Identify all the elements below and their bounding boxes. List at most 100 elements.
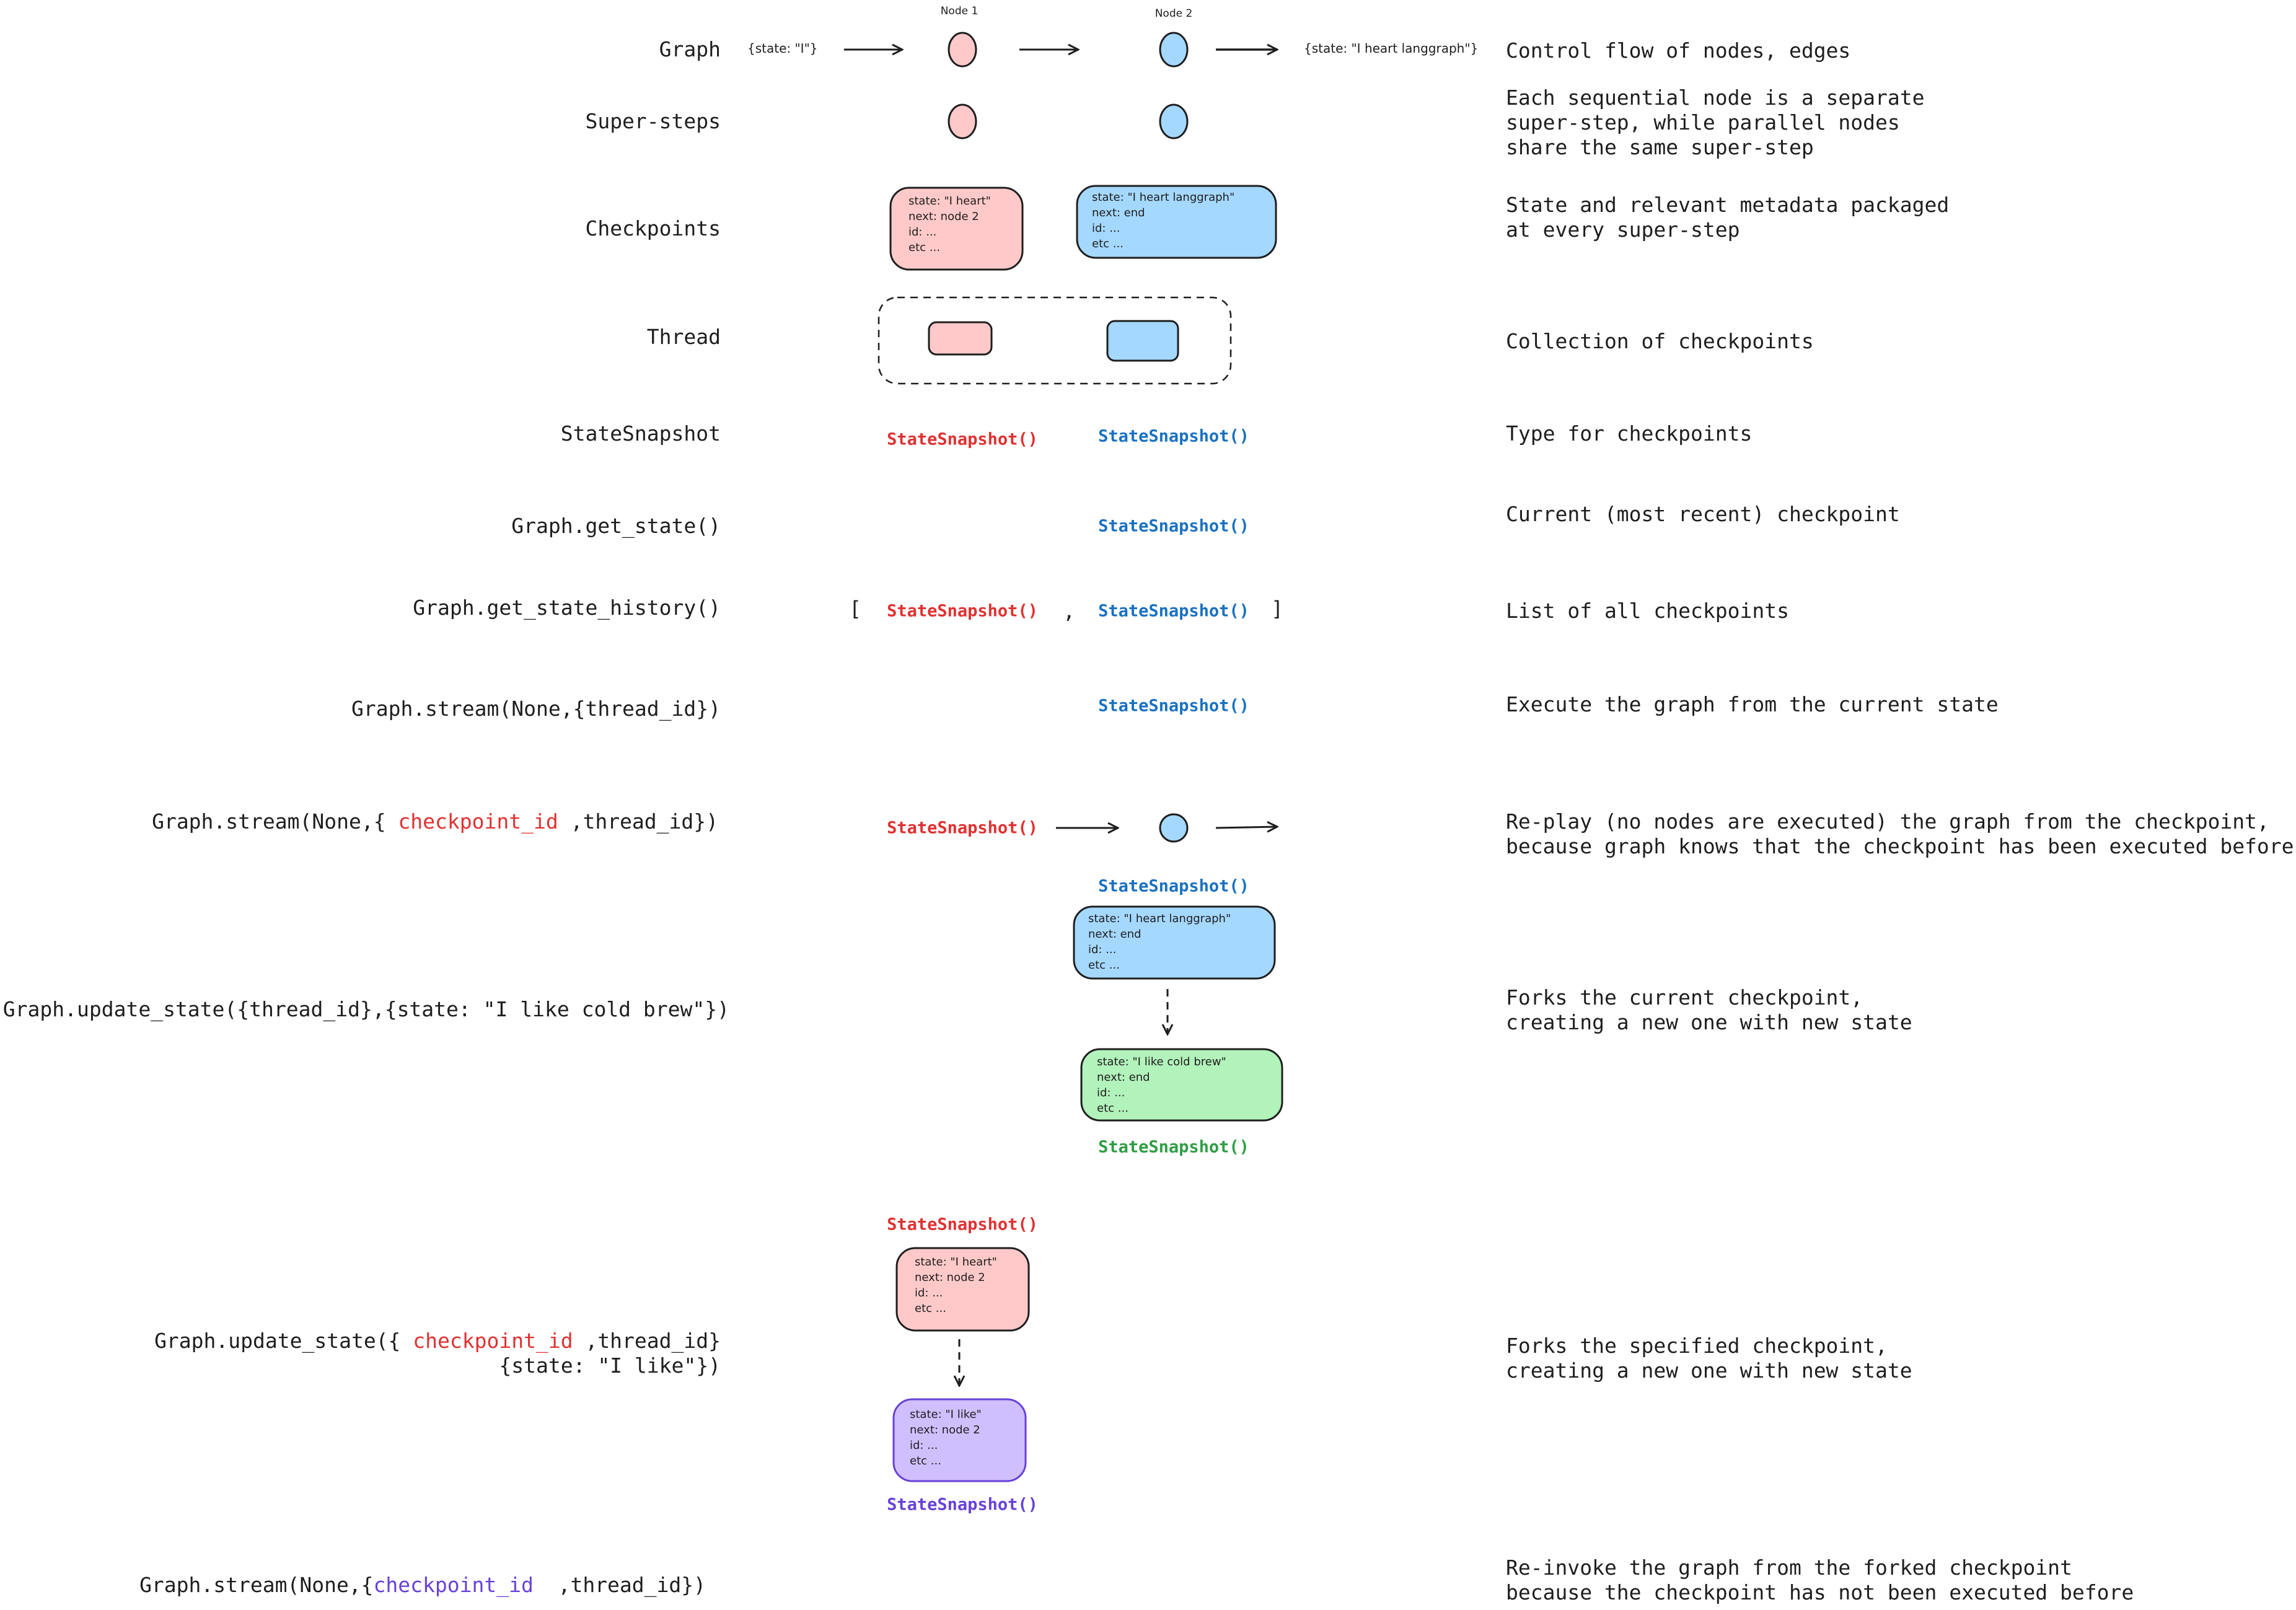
- list-close-bracket: ]: [1271, 596, 1283, 621]
- label-part: Graph.update_state({: [154, 1329, 413, 1353]
- label-part: Graph.stream(None,{: [152, 809, 398, 834]
- graph-input-state: {state: "I"}: [747, 41, 818, 56]
- desc-line: share the same super-step: [1506, 135, 1814, 159]
- box-line: etc ...: [910, 1454, 941, 1467]
- graph-output-state: {state: "I heart langgraph"}: [1304, 41, 1479, 56]
- checkpoint1-box: [889, 187, 1024, 271]
- desc-thread: Collection of checkpoints: [1506, 329, 1814, 354]
- current-snapshot-blue: StateSnapshot(): [1098, 876, 1249, 896]
- arrow-replay-2: [1215, 827, 1277, 828]
- desc-line: creating a new one with new state: [1506, 1358, 1912, 1383]
- forked-green-text: state: "I like cold brew" next: end id: ..…: [1097, 1054, 1226, 1116]
- box-line: next: node 2: [908, 210, 979, 223]
- thread-container: [877, 296, 1232, 385]
- specified-snapshot-red: StateSnapshot(): [887, 1215, 1038, 1234]
- checkpoint2-box: [1076, 185, 1277, 259]
- label-update-state-checkpoint: Graph.update_state({ checkpoint_id ,thre…: [154, 1329, 721, 1378]
- box-line: next: node 2: [910, 1423, 980, 1436]
- current-checkpoint-box: [1073, 905, 1276, 980]
- box-line: next: end: [1092, 206, 1145, 219]
- box-line: next: end: [1088, 928, 1141, 941]
- checkpoint-id-token: checkpoint_id: [398, 809, 558, 834]
- desc-line: creating a new one with new state: [1506, 1010, 1912, 1034]
- box-line: id: ...: [915, 1287, 943, 1300]
- desc-line: List of all checkpoints: [1506, 599, 1789, 623]
- desc-stream-checkpoint: Re-play (no nodes are executed) the grap…: [1506, 809, 2294, 859]
- desc-line: State and relevant metadata packaged: [1506, 193, 1950, 217]
- box-line: next: node 2: [915, 1271, 985, 1284]
- forked-snapshot-green: StateSnapshot(): [1098, 1137, 1249, 1157]
- node1-label: Node 1: [940, 5, 979, 17]
- specified-checkpoint-box: [895, 1247, 1030, 1332]
- box-line: etc ...: [1097, 1102, 1128, 1115]
- forked-green-box: [1080, 1048, 1283, 1122]
- desc-line: because the checkpoint has not been exec…: [1506, 1580, 2134, 1604]
- label-part: ,thread_id}): [533, 1573, 706, 1597]
- desc-stream-forked: Re-invoke the graph from the forked chec…: [1506, 1555, 2134, 1605]
- superstep1-circle: [948, 103, 977, 139]
- superstep2-circle: [1159, 103, 1189, 139]
- desc-line: Re-play (no nodes are executed) the grap…: [1506, 809, 2269, 834]
- forked-purple-text: state: "I like" next: node 2 id: ... etc ..…: [910, 1407, 982, 1469]
- box-line: state: "I like": [910, 1408, 982, 1421]
- history-snapshot-blue: StateSnapshot(): [1098, 601, 1249, 621]
- desc-get-state: Current (most recent) checkpoint: [1506, 502, 1900, 527]
- label-get-state-history: Graph.get_state_history(): [413, 596, 721, 620]
- box-line: etc ...: [1092, 237, 1124, 250]
- box-line: id: ...: [908, 226, 937, 239]
- box-line: state: "I like cold brew": [1097, 1055, 1226, 1068]
- list-comma: ,: [1063, 599, 1075, 623]
- node2-circle: [1159, 32, 1189, 68]
- label-get-state: Graph.get_state(): [511, 514, 721, 538]
- desc-stream: Execute the graph from the current state: [1506, 692, 1999, 717]
- box-line: state: "I heart langgraph": [1088, 912, 1231, 925]
- label-statesnapshot: StateSnapshot: [560, 421, 721, 446]
- desc-line: Control flow of nodes, edges: [1506, 38, 1851, 63]
- current-checkpoint-text: state: "I heart langgraph" next: end id: .…: [1088, 911, 1231, 973]
- desc-statesnapshot: Type for checkpoints: [1506, 421, 1752, 446]
- box-line: etc ...: [908, 241, 940, 254]
- stream-snapshot: StateSnapshot(): [1098, 696, 1249, 716]
- label-update-state: Graph.update_state({thread_id},{state: "…: [2, 997, 729, 1021]
- desc-line: super-step, while parallel nodes: [1506, 110, 1900, 134]
- desc-graph: Control flow of nodes, edges: [1506, 38, 1850, 63]
- history-snapshot-red: StateSnapshot(): [887, 601, 1038, 621]
- desc-line: Type for checkpoints: [1506, 421, 1753, 446]
- node2-label: Node 2: [1155, 7, 1193, 20]
- box-line: id: ...: [1097, 1086, 1125, 1099]
- desc-line: Forks the specified checkpoint,: [1506, 1334, 1888, 1358]
- list-open-bracket: [: [849, 596, 861, 621]
- get-state-snapshot: StateSnapshot(): [1098, 516, 1249, 536]
- desc-line: Re-invoke the graph from the forked chec…: [1506, 1555, 2072, 1580]
- desc-line: at every super-step: [1506, 218, 1740, 242]
- label-checkpoints: Checkpoints: [585, 216, 721, 240]
- snapshot-red: StateSnapshot(): [887, 429, 1038, 449]
- replay-node-circle: [1159, 813, 1189, 843]
- label-part: ,thread_id}: [573, 1329, 721, 1353]
- desc-update-state-checkpoint: Forks the specified checkpoint,creating …: [1506, 1334, 1912, 1383]
- thread-checkpoint2: [1106, 320, 1179, 362]
- box-line: next: end: [1097, 1071, 1150, 1084]
- label-line2: {state: "I like"}): [499, 1353, 721, 1378]
- forked-purple-box: [892, 1398, 1027, 1482]
- checkpoint-id-token: checkpoint_id: [413, 1329, 573, 1353]
- replay-snapshot-red: StateSnapshot(): [887, 818, 1038, 838]
- box-line: etc ...: [1088, 959, 1120, 972]
- label-thread: Thread: [646, 325, 721, 349]
- box-line: id: ...: [910, 1439, 938, 1452]
- label-stream-forked: Graph.stream(None,{checkpoint_id ,thread…: [139, 1573, 706, 1598]
- box-line: etc ...: [915, 1302, 946, 1315]
- checkpoint-id-token: checkpoint_id: [373, 1573, 534, 1597]
- desc-line: Forks the current checkpoint,: [1506, 985, 1863, 1010]
- desc-line: Collection of checkpoints: [1506, 329, 1814, 353]
- desc-update-state: Forks the current checkpoint,creating a …: [1506, 985, 1912, 1035]
- box-line: id: ...: [1088, 943, 1117, 956]
- forked-snapshot-purple: StateSnapshot(): [887, 1495, 1038, 1515]
- checkpoint1-text: state: "I heart" next: node 2 id: ... etc .…: [908, 193, 991, 255]
- label-super-steps: Super-steps: [585, 109, 721, 133]
- box-line: state: "I heart": [908, 195, 991, 208]
